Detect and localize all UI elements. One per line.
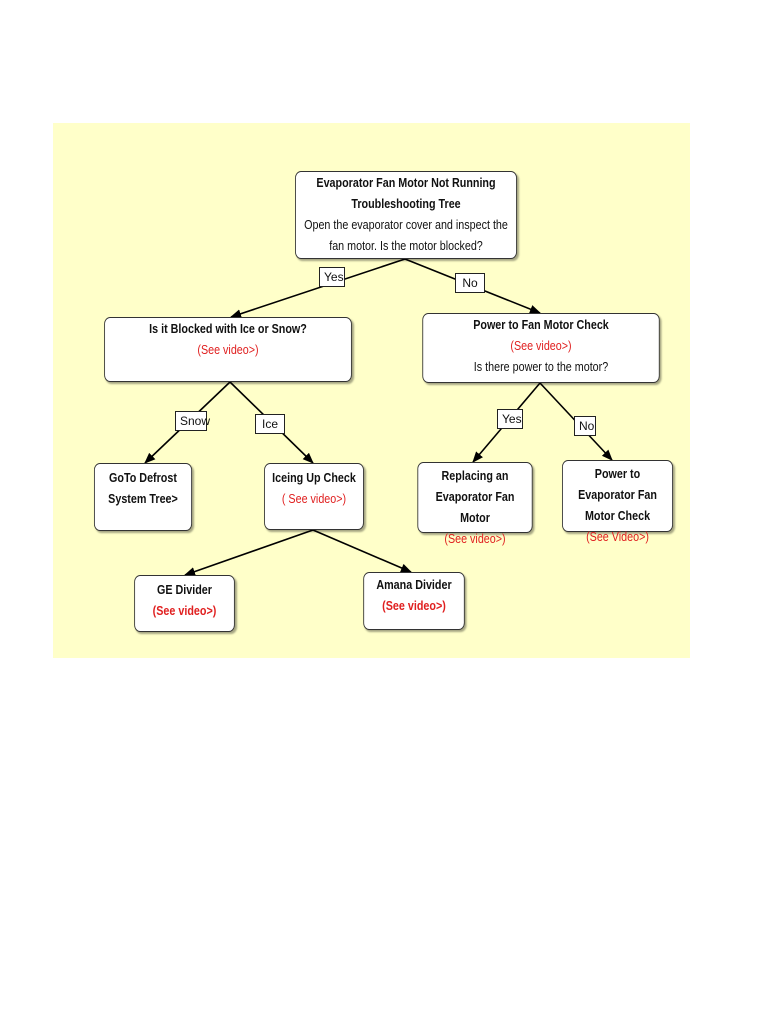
node-power-check-title: Power to Fan Motor Check — [473, 318, 609, 332]
edge-label-ice: Ice — [255, 414, 285, 434]
node-amana-divider: Amana Divider (See video>) — [363, 572, 465, 630]
node-ge-video-link[interactable]: (See video>) — [152, 604, 217, 618]
edge-label-root-yes: Yes — [319, 267, 345, 287]
edge-label-snow: Snow — [175, 411, 210, 431]
node-power-check: Power to Fan Motor Check (See video>) Is… — [422, 313, 660, 383]
node-power-check-question: Is there power to the motor? — [473, 360, 609, 374]
node-amana-title: Amana Divider — [376, 578, 452, 592]
node-blocked-video-link[interactable]: (See video>) — [197, 343, 259, 357]
node-power-evap-title: Power to Evaporator Fan Motor Check — [578, 467, 657, 523]
node-power-check-video-link[interactable]: (See video>) — [510, 339, 572, 353]
node-amana-video-link[interactable]: (See video>) — [382, 599, 446, 613]
node-power-evap-video-link[interactable]: (See Video>) — [586, 530, 649, 544]
node-iceing: Iceing Up Check ( See video>) — [264, 463, 364, 530]
node-replacing-video-link[interactable]: (See video>) — [444, 532, 506, 546]
node-iceing-video-link[interactable]: ( See video>) — [281, 492, 347, 506]
node-defrost[interactable]: GoTo Defrost System Tree> — [93, 463, 193, 531]
edge-label-power-yes: Yes — [497, 409, 523, 429]
node-root-question: Open the evaporator cover and inspect th… — [304, 218, 508, 253]
edge-label-root-no: No — [455, 273, 485, 293]
node-iceing-title: Iceing Up Check — [272, 471, 356, 485]
node-blocked: Is it Blocked with Ice or Snow? (See vid… — [104, 317, 352, 382]
node-root-title: Evaporator Fan Motor Not Running Trouble… — [316, 176, 496, 211]
node-replacing-title: Replacing an Evaporator Fan Motor — [435, 469, 515, 525]
node-replacing: Replacing an Evaporator Fan Motor (See v… — [417, 462, 533, 546]
node-defrost-title: GoTo Defrost System Tree> — [108, 471, 178, 506]
node-root: Evaporator Fan Motor Not Running Trouble… — [295, 171, 517, 259]
node-blocked-title: Is it Blocked with Ice or Snow? — [149, 322, 307, 336]
node-ge-divider: GE Divider (See video>) — [134, 575, 235, 632]
node-power-evap: Power to Evaporator Fan Motor Check (See… — [562, 460, 673, 544]
node-ge-title: GE Divider — [157, 583, 212, 597]
edge-label-power-no: No — [574, 416, 596, 436]
